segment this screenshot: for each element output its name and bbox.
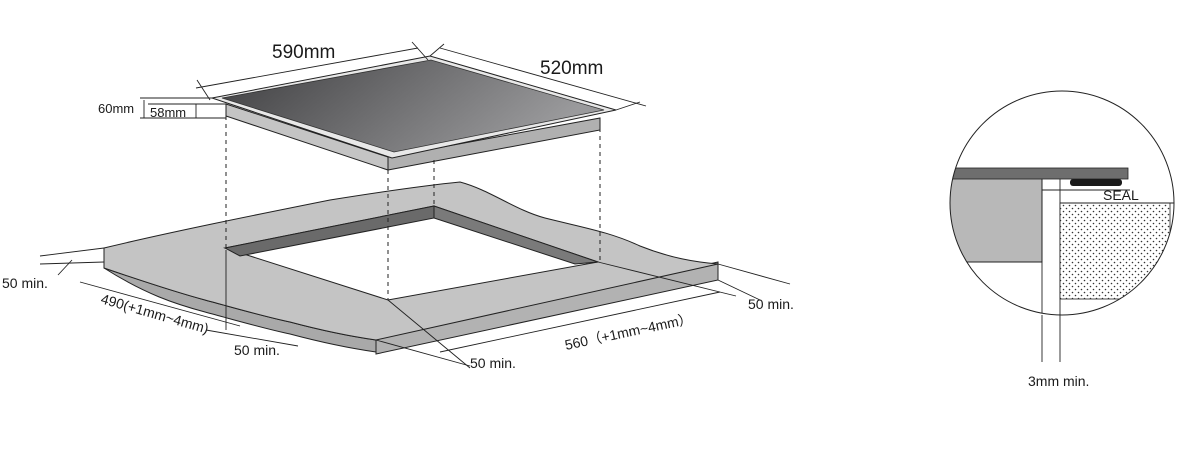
projection-lines [225, 116, 601, 300]
cutout-right-wall [433, 205, 599, 265]
label-clearance-left: 50 min. [2, 275, 48, 291]
dimension-hob-height: 60mm 58mm [98, 97, 226, 120]
dimension-clearance-front: 50 min. [205, 250, 299, 358]
label-clearance-right: 50 min. [748, 296, 794, 312]
label-seal: SEAL [1103, 187, 1139, 203]
section-hob-body [1059, 202, 1171, 300]
worktop [103, 181, 719, 355]
dimension-clearance-left: 50 min. [2, 247, 105, 291]
label-body-height: 58mm [150, 105, 186, 120]
dimension-hob-width: 590mm [195, 41, 429, 101]
label-clearance-front: 50 min. [234, 342, 280, 358]
section-worktop [950, 177, 1043, 263]
hob-glass [221, 59, 605, 153]
dimension-clearance-right: 50 min. [717, 263, 794, 312]
section-glass [950, 167, 1129, 180]
label-cutout-width: 560（+1mm~4mm） [563, 310, 693, 353]
dimension-hob-depth: 520mm [429, 43, 647, 111]
dimension-clearance-front-right: 50 min. [375, 299, 516, 371]
label-hob-width: 590mm [272, 42, 335, 63]
label-total-height: 60mm [98, 101, 134, 116]
hob [210, 55, 617, 171]
seal-strip [1070, 179, 1122, 186]
label-hob-depth: 520mm [540, 58, 603, 79]
seal-detail: SEAL 3mm min. [949, 90, 1175, 389]
label-gap-min: 3mm min. [1028, 373, 1089, 389]
label-clearance-front-right: 50 min. [470, 355, 516, 371]
